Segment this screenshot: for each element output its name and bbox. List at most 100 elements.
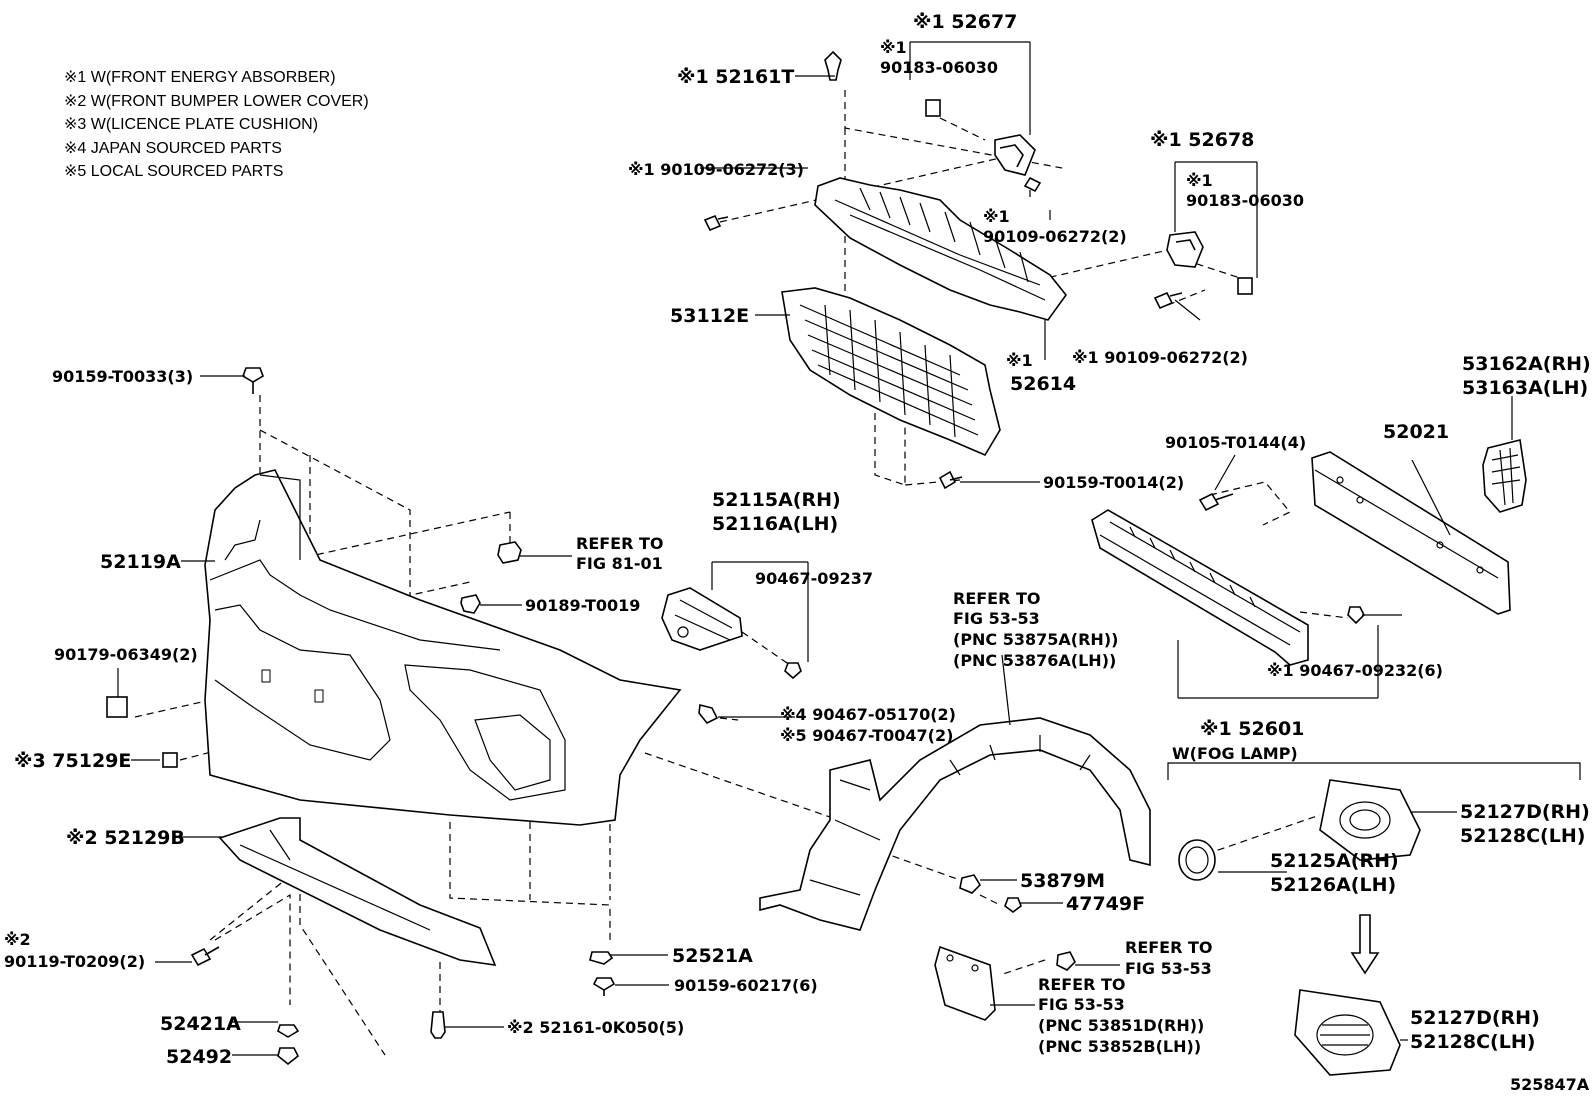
label-90179: 90179-06349(2) bbox=[54, 645, 198, 664]
bolt-90109-left bbox=[703, 214, 729, 232]
bracket-53162A bbox=[1482, 439, 1527, 513]
reinforcement-52021 bbox=[1311, 451, 1511, 615]
label-52126A: 52126A(LH) bbox=[1270, 874, 1396, 896]
label-90159-T0033: 90159-T0033(3) bbox=[52, 367, 193, 386]
clip-90189-T0019 bbox=[460, 594, 481, 614]
bracket-52677 bbox=[994, 134, 1036, 176]
label-52614-mark: ※1 bbox=[1006, 351, 1033, 370]
label-52021: 52021 bbox=[1383, 421, 1449, 443]
label-53879M: 53879M bbox=[1020, 870, 1105, 892]
clip-53879M bbox=[959, 874, 982, 894]
label-90159-T0014: 90159-T0014(2) bbox=[1043, 473, 1184, 492]
leader-lines bbox=[117, 41, 1513, 1056]
legend: ※1 W(FRONT ENERGY ABSORBER) ※2 W(FRONT B… bbox=[64, 66, 369, 184]
label-90109-c: ※1 90109-06272(2) bbox=[1072, 348, 1248, 367]
label-52119A: 52119A bbox=[100, 551, 181, 573]
label-refer-53-b1: REFER TO bbox=[1125, 938, 1213, 957]
lower-cover-52129B bbox=[218, 817, 497, 966]
cushion-75129E bbox=[162, 752, 178, 768]
label-52127D-a: 52127D(RH) bbox=[1460, 801, 1590, 823]
nut-90183-right bbox=[1237, 277, 1253, 295]
legend-item-3: ※3 W(LICENCE PLATE CUSHION) bbox=[64, 116, 319, 133]
label-refer-53-a2: FIG 53-53 bbox=[953, 609, 1040, 628]
label-pnc-53876: (PNC 53876A(LH)) bbox=[953, 651, 1116, 670]
label-90105: 90105-T0144(4) bbox=[1165, 433, 1306, 452]
label-52161T: ※1 52161T bbox=[677, 66, 794, 88]
label-53163A: 53163A(LH) bbox=[1462, 377, 1588, 399]
label-90183-b-mark: ※1 bbox=[1186, 171, 1213, 190]
label-90467-05170: ※4 90467-05170(2) bbox=[780, 705, 956, 724]
label-53112E: 53112E bbox=[670, 305, 749, 327]
label-pnc-53851: (PNC 53851D(RH)) bbox=[1038, 1016, 1204, 1035]
label-refer-53-a1: REFER TO bbox=[953, 589, 1041, 608]
part-labels: ※1 52677 ※1 52161T ※1 90183-06030 ※1 901… bbox=[4, 11, 1591, 1094]
label-52161-0K050: ※2 52161-0K050(5) bbox=[507, 1018, 684, 1037]
fog-lamp-bracket-line bbox=[1167, 762, 1581, 780]
bracket-52115A bbox=[661, 587, 743, 651]
fog-lamp-cover-52127D-top bbox=[1319, 779, 1421, 861]
bolt-90159-T0033 bbox=[242, 367, 264, 394]
bracket-52678 bbox=[1166, 231, 1204, 268]
nut-52521A bbox=[589, 951, 614, 965]
fog-lamp-ring-52125A bbox=[1178, 839, 1216, 881]
bolt-52492 bbox=[277, 1047, 300, 1066]
label-52125A: 52125A(RH) bbox=[1270, 850, 1399, 872]
label-pnc-53875: (PNC 53875A(RH)) bbox=[953, 630, 1118, 649]
label-refer-81-a: REFER TO bbox=[576, 534, 664, 553]
clip-90467-09232 bbox=[1347, 606, 1365, 625]
bolt-90105 bbox=[1198, 492, 1234, 512]
label-90467-09232: ※1 90467-09232(6) bbox=[1267, 661, 1443, 680]
label-refer-81-b: FIG 81-01 bbox=[576, 554, 663, 573]
bolt-90119-T0209 bbox=[190, 946, 220, 967]
label-90183-a: 90183-06030 bbox=[880, 58, 998, 77]
label-90109-b: 90109-06272(2) bbox=[983, 227, 1127, 246]
label-90467-T0047: ※5 90467-T0047(2) bbox=[780, 726, 953, 745]
label-52492: 52492 bbox=[166, 1046, 232, 1068]
nut-90183-left bbox=[925, 99, 941, 117]
label-90159-60217: 90159-60217(6) bbox=[674, 976, 818, 995]
legend-item-2: ※2 W(FRONT BUMPER LOWER COVER) bbox=[64, 92, 369, 110]
label-refer-53-b2: FIG 53-53 bbox=[1125, 959, 1212, 978]
label-52128C-a: 52128C(LH) bbox=[1460, 825, 1585, 847]
clip-90467-05170 bbox=[698, 704, 719, 725]
legend-item-5: ※5 LOCAL SOURCED PARTS bbox=[64, 163, 284, 180]
label-90119-mark: ※2 bbox=[4, 930, 31, 949]
label-fog-lamp: W(FOG LAMP) bbox=[1172, 744, 1298, 763]
label-52116A: 52116A(LH) bbox=[712, 513, 838, 535]
mudguard-53851D bbox=[934, 945, 996, 1021]
label-52127D-b: 52127D(RH) bbox=[1410, 1007, 1540, 1029]
label-90183-a-mark: ※1 bbox=[880, 38, 907, 57]
radiator-grille-53112E bbox=[781, 287, 1001, 457]
clip-52161T bbox=[824, 50, 842, 81]
diagram-id: 525847A bbox=[1510, 1075, 1590, 1094]
label-90119: 90119-T0209(2) bbox=[4, 952, 145, 971]
retainer-52421A bbox=[277, 1024, 300, 1038]
label-52601: ※1 52601 bbox=[1200, 718, 1304, 740]
down-arrow-icon bbox=[1350, 914, 1380, 975]
bumper-cover-52119A bbox=[204, 469, 682, 826]
screw-90467-09237 bbox=[784, 662, 802, 680]
label-47749F: 47749F bbox=[1066, 893, 1145, 915]
fender-liner-53875A bbox=[759, 717, 1151, 931]
label-52129B: ※2 52129B bbox=[66, 827, 185, 849]
legend-item-1: ※1 W(FRONT ENERGY ABSORBER) bbox=[64, 69, 336, 86]
screw-47749F bbox=[1004, 897, 1022, 913]
bolt-90159-60217 bbox=[592, 977, 616, 996]
label-90189: 90189-T0019 bbox=[525, 596, 640, 615]
clip-refer-53-53 bbox=[1056, 951, 1076, 971]
label-52521A: 52521A bbox=[672, 945, 753, 967]
label-pnc-53852: (PNC 53852B(LH)) bbox=[1038, 1037, 1201, 1056]
clip-refer-81-01 bbox=[497, 541, 522, 564]
energy-absorber-52601 bbox=[1091, 509, 1309, 666]
label-90109-a: ※1 90109-06272(3) bbox=[628, 160, 804, 179]
label-52421A: 52421A bbox=[160, 1013, 241, 1035]
label-refer-53-c2: FIG 53-53 bbox=[1038, 995, 1125, 1014]
grille-reinforcement-52614 bbox=[814, 177, 1068, 321]
label-90183-b: 90183-06030 bbox=[1186, 191, 1304, 210]
label-52678: ※1 52678 bbox=[1150, 129, 1254, 151]
bolt-90109-top bbox=[1023, 176, 1042, 193]
label-52115A: 52115A(RH) bbox=[712, 489, 841, 511]
legend-item-4: ※4 JAPAN SOURCED PARTS bbox=[64, 139, 282, 157]
label-52677: ※1 52677 bbox=[913, 11, 1017, 33]
